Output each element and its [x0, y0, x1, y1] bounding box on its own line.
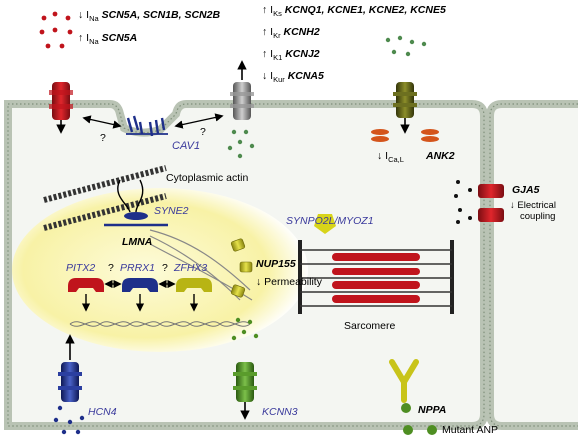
cav1-na-arrow [82, 115, 122, 129]
ik-genes-4: KCNA5 [287, 70, 324, 82]
ik-genes-2: KCNH2 [283, 26, 320, 38]
kcnn3-channel-icon [233, 362, 257, 420]
cav1-label: CAV1 [172, 140, 201, 152]
permeability-text: Permeability [264, 276, 322, 288]
dna-helix-icon [69, 321, 251, 327]
ik-sub-3: K1 [273, 53, 283, 63]
coupling-text-1: Electrical [517, 200, 556, 211]
ik-line-4: ↓ IKur KCNA5 [262, 70, 324, 86]
gja5-dots [454, 180, 472, 224]
calcium-ion-dots [385, 35, 427, 57]
neighbor-cell-membrane [486, 100, 578, 430]
ina-label-1: I [86, 9, 90, 21]
coupling-line-1: ↓ Electrical [510, 200, 556, 211]
syne2-label: SYNE2 [154, 205, 189, 217]
cav1-k-arrow [174, 113, 224, 129]
ina-genes-2: SCN5A [101, 32, 138, 44]
ik-line-1: ↑ IKs KCNQ1, KCNE1, KCNE2, KCNE5 [262, 4, 446, 20]
potassium-channel-icon [230, 60, 254, 120]
ina-sub-2: Na [89, 37, 99, 47]
ank2-label: ANK2 [426, 150, 455, 162]
ik-label-4: I [270, 70, 274, 82]
ina-line-1: ↓ INa SCN5A, SCN1B, SCN2B [78, 9, 220, 25]
nuclear-pore-nup155-icon [230, 238, 253, 298]
ik-line-3: ↑ IK1 KCNJ2 [262, 48, 320, 64]
ik-sub-2: Kr [273, 31, 281, 41]
ankyrin-icon [371, 129, 439, 142]
question-mark-2: ? [200, 126, 206, 138]
ik-label-2: I [270, 26, 274, 38]
sarcomere-label: Sarcomere [344, 320, 396, 332]
ik-line-2: ↑ IKr KCNH2 [262, 26, 320, 42]
nup155-label: NUP155 [256, 258, 296, 270]
syne2-protein-icon [124, 212, 148, 220]
permeability-arrow: ↓ [256, 276, 262, 288]
coupling-line-2: coupling [520, 211, 556, 222]
hcn4-channel-icon [58, 334, 82, 402]
pitx2-label: PITX2 [66, 262, 96, 274]
ik-arrow-2: ↑ [262, 26, 268, 38]
hcn4-label: HCN4 [88, 406, 117, 418]
hcn4-ion-dots [53, 405, 85, 435]
ik-genes-1: KCNQ1, KCNE1, KCNE2, KCNE5 [284, 4, 446, 16]
zfhx3-factor-icon [176, 278, 212, 312]
pitx2-factor-icon [68, 278, 104, 312]
ina-arrow-2: ↑ [78, 32, 84, 44]
ik-arrow-1: ↑ [262, 4, 268, 16]
cytoplasmic-actin-icon [43, 165, 167, 231]
synpo2l-label: SYNPO2L/MYOZ1 [286, 215, 374, 227]
ik-sub-4: Kur [273, 75, 285, 85]
gja5-label: GJA5 [512, 184, 540, 196]
zfhx3-label: ZFHX3 [174, 262, 208, 274]
question-mark-1: ? [100, 132, 106, 144]
nppa-receptor-icon [389, 359, 419, 403]
caveolin-cav1-icon [126, 115, 168, 137]
lmna-label: LMNA [122, 236, 153, 248]
ica-label: ↓ ICa,L [377, 150, 404, 166]
ik-arrow-3: ↑ [262, 48, 268, 60]
question-mark-4: ? [162, 262, 168, 274]
ik-sub-1: Ks [273, 9, 282, 19]
ina-sub-1: Na [89, 14, 99, 24]
ina-genes-1: SCN5A, SCN1B, SCN2B [101, 9, 221, 21]
sodium-ion-dots [39, 11, 73, 49]
prrx1-label: PRRX1 [120, 262, 156, 274]
mutant-anp-dots [401, 403, 437, 435]
ik-label-3: I [270, 48, 274, 60]
question-mark-3: ? [108, 262, 114, 274]
gap-junction-gja5-icon [478, 184, 504, 222]
nppa-label: NPPA [418, 404, 447, 416]
ik-arrow-4: ↓ [262, 70, 268, 82]
coupling-arrow: ↓ [510, 200, 515, 211]
prrx1-factor-icon [122, 278, 158, 312]
calcium-channel-icon [393, 82, 417, 134]
kcnn3-label: KCNN3 [262, 406, 298, 418]
coupling-label: ↓ Electrical coupling [510, 200, 556, 222]
ik-label-1: I [270, 4, 274, 16]
ina-label-2: I [86, 32, 90, 44]
sodium-channel-icon [49, 82, 73, 134]
ica-i: I [385, 150, 389, 162]
mutant-anp-label: Mutant ANP [442, 424, 499, 436]
ina-arrow-1: ↓ [78, 9, 84, 21]
ica-arrow: ↓ [377, 150, 383, 162]
ica-sub: Ca,L [388, 155, 404, 165]
ik-genes-3: KCNJ2 [285, 48, 320, 60]
permeability-label: ↓ Permeability [256, 276, 322, 288]
ina-line-2: ↑ INa SCN5A [78, 32, 137, 48]
cytoplasmic-actin-label: Cytoplasmic actin [166, 172, 249, 184]
sarcomere-icon [298, 214, 454, 314]
potassium-ion-dots [227, 129, 255, 159]
kcnn3-ion-dots [231, 317, 259, 341]
